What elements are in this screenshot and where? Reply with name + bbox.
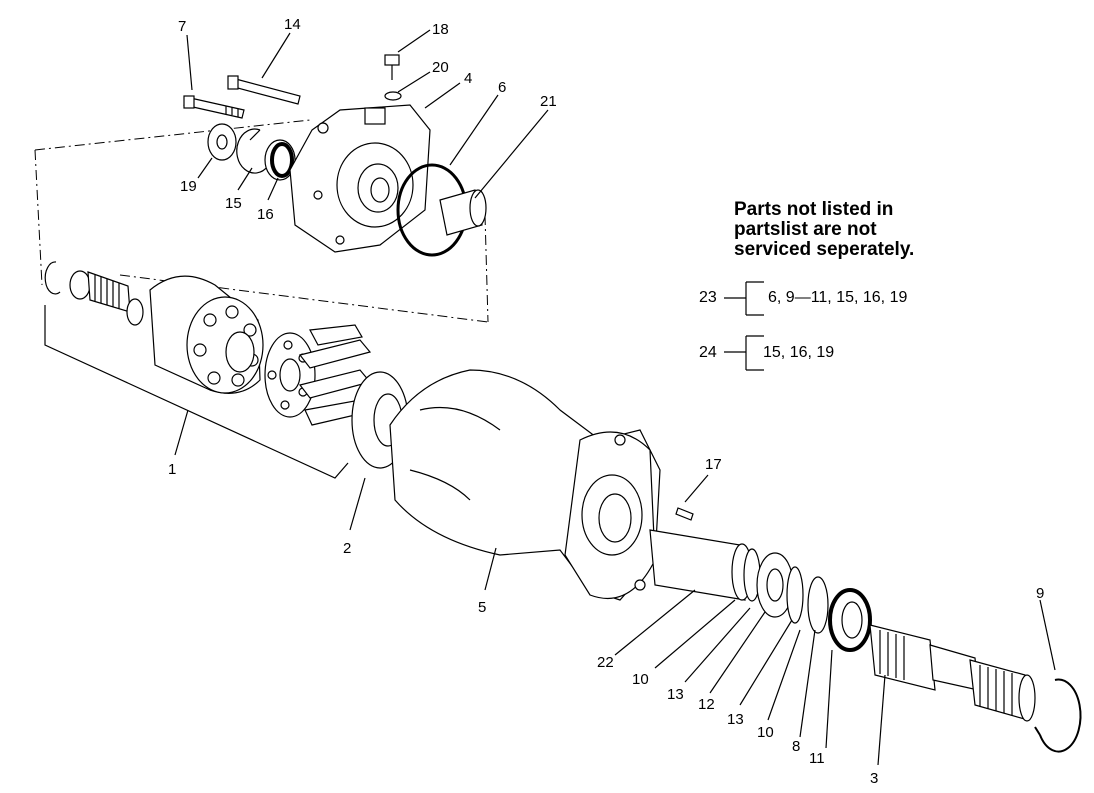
callout-19: 19 (180, 178, 197, 195)
washer-8 (807, 576, 829, 634)
bearing-21 (439, 189, 487, 236)
callout-9: 9 (1036, 585, 1044, 602)
kit-24-parts: 15, 16, 19 (763, 344, 835, 361)
callout-22: 22 (597, 654, 614, 671)
note-line-1: Parts not listed in (734, 199, 894, 220)
callout-13a: 13 (667, 686, 684, 703)
output-shaft-3 (869, 624, 1036, 722)
leader-5 (484, 547, 497, 591)
callout-5: 5 (478, 599, 486, 616)
kit-bracket-23 (724, 281, 764, 316)
kit-23-number: 23 (699, 289, 717, 306)
housing-5 (389, 369, 661, 601)
piston-assembly-2 (264, 324, 409, 469)
leader-2 (349, 477, 366, 531)
callout-3: 3 (870, 770, 878, 787)
callout-16: 16 (257, 206, 274, 223)
leader-lines (186, 29, 1056, 766)
callout-18: 18 (432, 21, 449, 38)
race-13 (786, 566, 804, 624)
callout-6: 6 (498, 79, 506, 96)
bolt-7 (183, 95, 245, 119)
kit-23-parts: 6, 9—11, 15, 16, 19 (768, 289, 908, 306)
retaining-ring-15 (236, 128, 269, 174)
washer-19 (207, 123, 237, 161)
callout-11: 11 (809, 750, 825, 767)
subassembly-outline (34, 119, 489, 323)
callout-4: 4 (464, 70, 472, 87)
key-17 (675, 507, 694, 521)
screw-18 (384, 54, 400, 80)
leader-17 (684, 474, 709, 503)
callout-15: 15 (225, 195, 242, 212)
shaft-sleeve-22 (649, 529, 753, 601)
callout-20: 20 (432, 59, 449, 76)
callout-10a: 10 (632, 671, 649, 688)
callout-14: 14 (284, 16, 301, 33)
note-line-2: partslist are not (734, 219, 877, 240)
end-cover-4 (289, 104, 431, 253)
callout-17: 17 (705, 456, 722, 473)
callout-7: 7 (178, 18, 186, 35)
callout-2: 2 (343, 540, 351, 557)
callout-10b: 10 (757, 724, 774, 741)
leader-1-bracket (44, 305, 349, 479)
kit-bracket-24 (724, 335, 764, 371)
thrust-bearing-12 (756, 552, 794, 618)
callout-1: 1 (168, 461, 176, 478)
seal-11 (828, 588, 872, 652)
bolt-14 (227, 75, 301, 105)
rotating-group-1 (44, 261, 264, 394)
callout-21: 21 (540, 93, 557, 110)
callout-12: 12 (698, 696, 715, 713)
washer-20 (384, 91, 402, 101)
note-line-3: serviced seperately. (734, 239, 915, 260)
retaining-ring-9 (1034, 678, 1082, 753)
callout-13b: 13 (727, 711, 744, 728)
kit-24-number: 24 (699, 344, 717, 361)
callout-8: 8 (792, 738, 800, 755)
parts-note: Parts not listed in partslist are not se… (734, 200, 994, 260)
